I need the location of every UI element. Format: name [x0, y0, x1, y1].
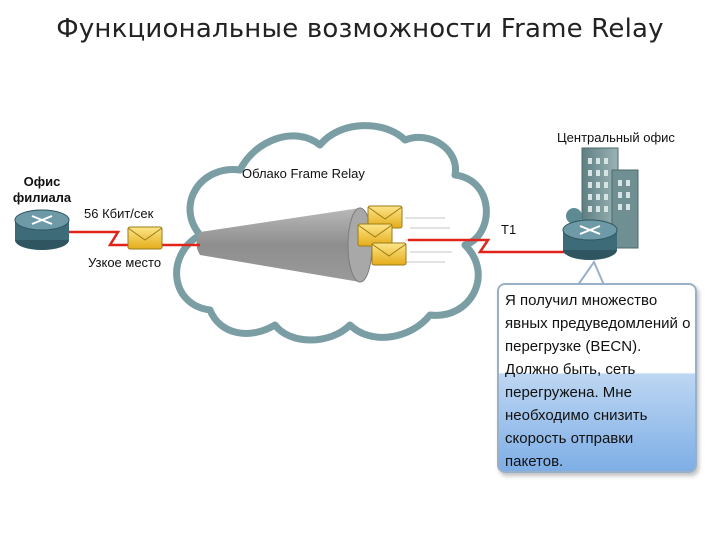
bubble-text: Я получил множество явных предуведомлени… [505, 292, 691, 470]
page-title: Функциональные возможности Frame Relay [56, 14, 664, 44]
central-office-label: Центральный офис [557, 130, 675, 145]
link-t1 [408, 238, 565, 254]
funnel-icon [196, 208, 360, 282]
router-icon [14, 209, 70, 250]
envelope-icon [371, 242, 407, 266]
cloud-label: Облако Frame Relay [242, 166, 365, 181]
t1-label: T1 [501, 222, 517, 237]
bottleneck-label: Узкое место [88, 255, 162, 270]
speech-bubble: Я получил множество явных предуведомлени… [497, 283, 697, 473]
envelope-icon [127, 226, 163, 250]
router-icon [562, 219, 618, 260]
link-speed-label: 56 Кбит/сек [84, 206, 154, 221]
branch-office-label: Офис филиала [12, 174, 72, 205]
